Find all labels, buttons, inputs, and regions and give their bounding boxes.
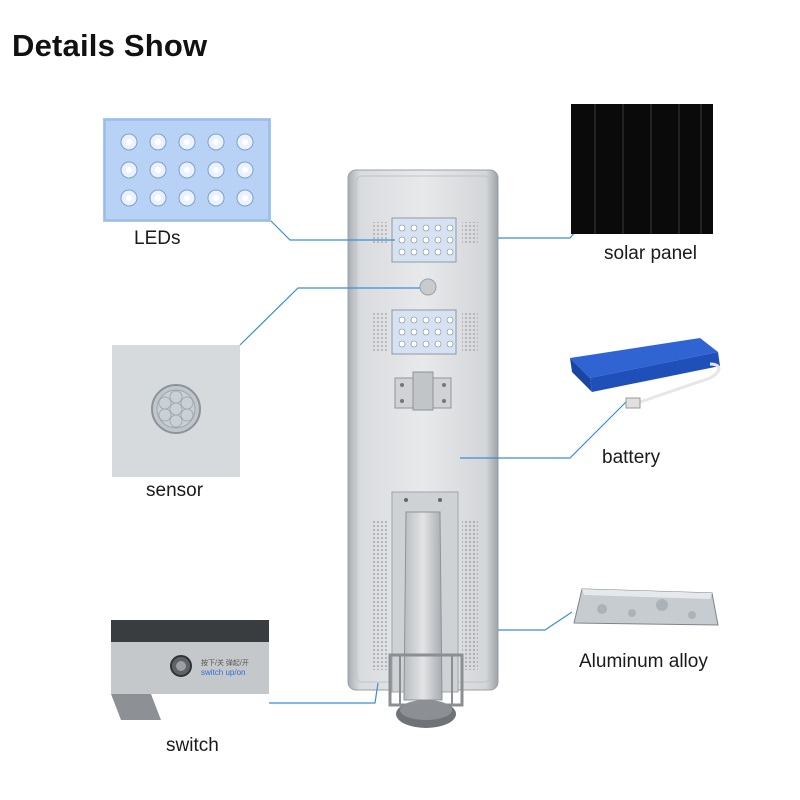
leader-line-leds <box>267 217 395 241</box>
switch-thumbnail: 按下/关 弹起/开 switch up/on <box>111 620 269 725</box>
vent-grille <box>372 312 388 352</box>
pir-sensor-dome <box>419 278 437 296</box>
vent-grille <box>462 312 478 352</box>
aluminum-alloy-label: Aluminum alloy <box>579 651 708 672</box>
leader-line-aluminum <box>498 611 573 631</box>
sensor-photo <box>112 345 240 477</box>
switch-caption-cn: 按下/关 弹起/开 <box>201 660 249 667</box>
leader-line-battery <box>460 397 631 459</box>
switch-photo <box>111 620 269 725</box>
leader-line-switch <box>268 682 379 704</box>
page-title: Details Show <box>12 28 208 63</box>
vent-grille <box>372 222 388 244</box>
leds-photo <box>103 118 271 222</box>
solar-panel-thumbnail <box>571 104 713 234</box>
switch-label: switch <box>166 735 219 756</box>
leader-line-sensor <box>239 287 420 346</box>
battery-photo <box>570 338 721 409</box>
led-module <box>391 217 457 263</box>
vent-grille <box>462 222 478 244</box>
aluminum-photo <box>573 588 719 626</box>
leader-line-solar-panel <box>498 223 583 239</box>
solar-panel-photo <box>571 104 713 234</box>
vent-grille <box>372 520 388 670</box>
aluminum-thumbnail <box>572 585 720 631</box>
battery-label: battery <box>602 447 661 468</box>
battery-thumbnail <box>560 330 730 420</box>
leds-thumbnail <box>103 118 271 222</box>
leds-label: LEDs <box>134 228 181 249</box>
vent-grille <box>462 520 478 670</box>
led-module <box>391 309 457 355</box>
solar-panel-label: solar panel <box>604 243 697 264</box>
mounting-bracket <box>394 371 452 411</box>
mounting-arm <box>388 511 464 728</box>
switch-caption-en: switch up/on <box>201 668 246 677</box>
sensor-thumbnail <box>112 345 240 477</box>
sensor-label: sensor <box>146 480 204 501</box>
